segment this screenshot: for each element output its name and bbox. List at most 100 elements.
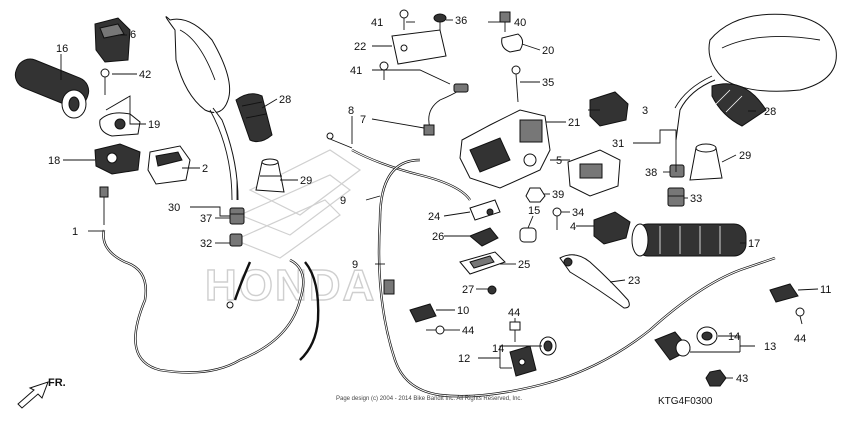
callout-33: 33 [690, 193, 702, 205]
callout-44-lower: 44 [508, 307, 520, 319]
holder-12[interactable] [509, 345, 537, 377]
mirror-cover-right[interactable] [689, 143, 723, 181]
holder-11[interactable] [769, 283, 799, 303]
callout-24: 24 [428, 211, 440, 223]
nut-39[interactable] [525, 187, 546, 203]
callout-29-right: 29 [739, 150, 751, 162]
nut-43[interactable] [705, 369, 727, 387]
nut-38[interactable] [669, 164, 685, 178]
honda-watermark: HONDA [205, 261, 376, 310]
callout-9-upper: 9 [340, 195, 346, 207]
callout-29-left: 29 [300, 175, 312, 187]
nut-32[interactable] [229, 233, 243, 247]
link-25[interactable] [459, 251, 506, 275]
grommet-14-center[interactable] [539, 336, 557, 356]
plate-26[interactable] [469, 227, 499, 247]
callout-17: 17 [748, 238, 760, 250]
right-mirror[interactable] [674, 13, 837, 141]
front-label: FR. [48, 377, 66, 389]
callout-28-right: 28 [764, 106, 776, 118]
bolt-40[interactable] [499, 11, 511, 32]
callout-19: 19 [148, 119, 160, 131]
collar-15[interactable] [519, 227, 537, 243]
adapter-37[interactable] [229, 207, 245, 225]
mirror-boot-right[interactable] [711, 83, 767, 127]
callout-37: 37 [200, 213, 212, 225]
brake-adjuster[interactable] [326, 132, 353, 149]
left-grip[interactable] [11, 55, 93, 119]
callout-23: 23 [628, 275, 640, 287]
grommet-14-right[interactable] [696, 326, 718, 346]
bolt-44-center[interactable] [426, 325, 445, 335]
diagram-code: KTG4F0300 [658, 396, 713, 407]
stop-switch-wire[interactable] [423, 83, 469, 136]
left-switch-body[interactable] [94, 143, 141, 175]
callout-4: 4 [570, 221, 576, 233]
washer-27[interactable] [487, 285, 497, 295]
callout-34: 34 [572, 207, 584, 219]
callout-9-lower: 9 [352, 259, 358, 271]
right-switch-body[interactable] [567, 149, 621, 197]
mirror-boot-left[interactable] [235, 93, 273, 143]
callout-30: 30 [168, 202, 180, 214]
clamp-20[interactable] [501, 33, 524, 53]
callout-25: 25 [518, 259, 530, 271]
callout-11: 11 [820, 284, 831, 296]
callouts: 16 6 42 19 18 2 1 30 37 32 28 29 41 36 4… [48, 15, 831, 385]
callout-44-right: 44 [794, 333, 806, 345]
throttle-cable-right[interactable] [439, 256, 776, 398]
bolt-44-lower[interactable] [509, 321, 521, 342]
cable-holder-10[interactable] [409, 303, 437, 323]
callout-27: 27 [462, 284, 474, 296]
master-cylinder[interactable] [459, 109, 551, 189]
callout-21: 21 [568, 117, 580, 129]
callout-22: 22 [354, 41, 366, 53]
leader-lines [60, 19, 819, 379]
callout-2: 2 [202, 163, 208, 175]
callout-14-center: 14 [492, 343, 504, 355]
copyright-notice: Page design (c) 2004 - 2014 Bike Bandit … [336, 396, 522, 402]
bolt-44-right[interactable] [795, 307, 805, 325]
callout-36: 36 [455, 15, 467, 27]
bolt-41-top[interactable] [399, 9, 409, 30]
switch-cover[interactable] [147, 145, 191, 185]
bracket-22[interactable] [391, 29, 447, 65]
bolt-34[interactable] [552, 207, 562, 230]
bolt-35[interactable] [511, 65, 521, 103]
holder-13[interactable] [654, 331, 691, 361]
throttle-cable[interactable] [99, 186, 320, 374]
callout-41-lower: 41 [350, 65, 362, 77]
rear-brake-cable[interactable] [351, 148, 471, 397]
callout-10: 10 [457, 305, 469, 317]
switch-4[interactable] [593, 211, 631, 245]
callout-14-right: 14 [728, 331, 740, 343]
adapter-33[interactable] [667, 187, 685, 207]
callout-42: 42 [139, 69, 151, 81]
callout-12: 12 [458, 353, 470, 365]
callout-41-top: 41 [371, 17, 383, 29]
front-direction-indicator: FR. [17, 377, 66, 409]
callout-32: 32 [200, 238, 212, 250]
bolt-41-lower[interactable] [379, 61, 389, 80]
bolt-36[interactable] [433, 13, 447, 30]
right-grip[interactable] [631, 223, 747, 257]
mirror-cover-left[interactable] [255, 158, 285, 193]
callout-8: 8 [348, 105, 354, 117]
screw-42[interactable] [100, 68, 110, 95]
left-mirror[interactable] [165, 16, 239, 201]
callout-6: 6 [130, 29, 136, 41]
honda-wing-watermark [233, 149, 362, 259]
callout-3: 3 [642, 105, 648, 117]
brake-lever[interactable] [559, 254, 630, 309]
bracket-24[interactable] [469, 199, 501, 221]
switch-housing-cap[interactable] [94, 17, 131, 63]
switch-cover-right[interactable] [589, 91, 629, 127]
callout-31: 31 [612, 138, 624, 150]
callout-44-center: 44 [462, 325, 474, 337]
callout-5: 5 [556, 155, 562, 167]
callout-38: 38 [645, 167, 657, 179]
callout-35: 35 [542, 77, 554, 89]
callout-20: 20 [542, 45, 554, 57]
callout-43: 43 [736, 373, 748, 385]
